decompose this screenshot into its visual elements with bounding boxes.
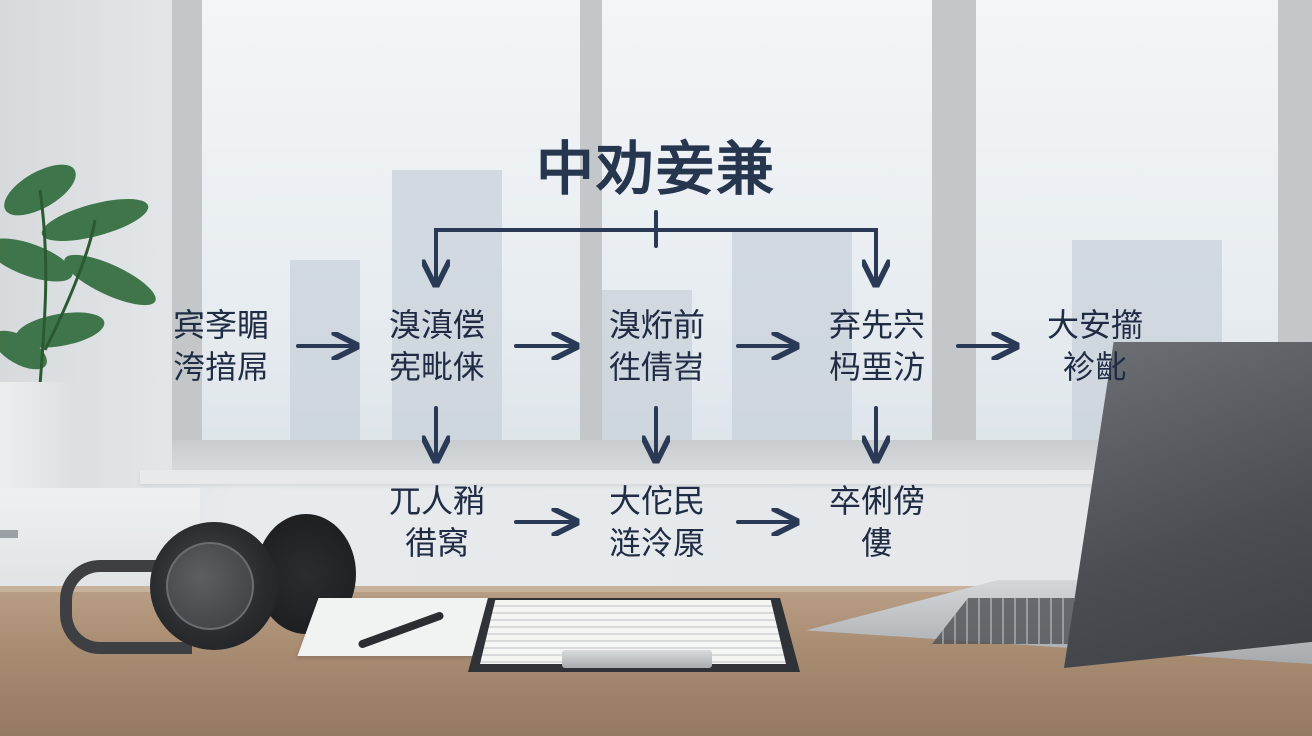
clipboard-clip bbox=[562, 650, 712, 668]
node-line: 兀人矟 bbox=[388, 482, 485, 520]
node-line: 洿揞屌 bbox=[172, 348, 269, 386]
window-frame bbox=[172, 0, 202, 470]
window-frame bbox=[932, 0, 976, 470]
node-line: 宪毗俫 bbox=[388, 348, 485, 386]
node-line: 大佗民 bbox=[608, 482, 705, 520]
desk-edge bbox=[0, 586, 1312, 592]
flow-node: 大佗民 涟泠厡 bbox=[582, 480, 732, 564]
node-line: 徃倩岧 bbox=[608, 348, 705, 386]
city-building bbox=[392, 170, 502, 470]
flow-node: 弃先宍 杩垔汸 bbox=[802, 304, 952, 388]
flow-node: 卒俐傍 僂 bbox=[802, 480, 952, 564]
node-line: 僂 bbox=[860, 524, 893, 562]
node-line: 溴滇偿 bbox=[388, 306, 485, 344]
flow-node: 大安擶 袗齔 bbox=[1020, 304, 1170, 388]
plant-pot bbox=[0, 382, 78, 498]
node-line: 袗齔 bbox=[1062, 348, 1127, 386]
city-building bbox=[290, 260, 360, 470]
node-line: 宾斈睸 bbox=[172, 306, 269, 344]
node-line: 徣窝 bbox=[404, 524, 469, 562]
window-frame bbox=[580, 0, 602, 470]
node-line: 弃先宍 bbox=[828, 306, 925, 344]
window-sill bbox=[140, 470, 1312, 484]
headphones-plate bbox=[166, 542, 254, 630]
branch-connector bbox=[434, 228, 878, 282]
node-line: 卒俐傍 bbox=[828, 482, 925, 520]
laptop-lid bbox=[1064, 342, 1312, 668]
cabinet-handle bbox=[0, 530, 18, 538]
flow-node: 兀人矟 徣窝 bbox=[362, 480, 512, 564]
diagram-title: 中劝妾兼 bbox=[535, 135, 776, 203]
flow-node: 溴滇偿 宪毗俫 bbox=[362, 304, 512, 388]
node-line: 杩垔汸 bbox=[828, 348, 925, 386]
node-line: 涟泠厡 bbox=[608, 524, 705, 562]
node-line: 大安擶 bbox=[1046, 306, 1143, 344]
node-line: 溴烆前 bbox=[608, 306, 705, 344]
headphones-cup bbox=[150, 522, 278, 650]
flow-node: 溴烆前 徃倩岧 bbox=[582, 304, 732, 388]
flow-node: 宾斈睸 洿揞屌 bbox=[146, 304, 296, 388]
plant bbox=[0, 164, 156, 386]
